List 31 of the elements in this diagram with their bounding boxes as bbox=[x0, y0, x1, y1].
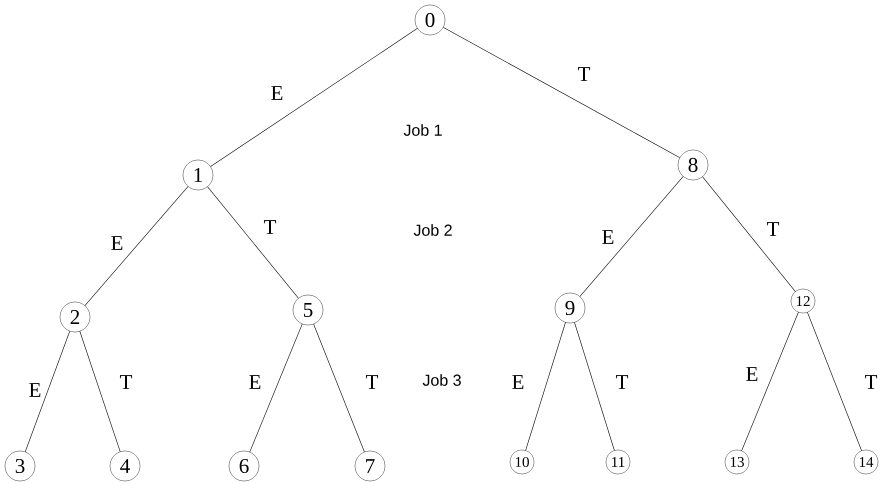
edge-label: T bbox=[576, 66, 592, 82]
tree-edge bbox=[443, 27, 680, 158]
tree-edge bbox=[249, 324, 303, 452]
level-label: Job 3 bbox=[422, 374, 461, 386]
tree-edge bbox=[313, 324, 365, 452]
level-label: Job 2 bbox=[414, 224, 452, 236]
tree-edge bbox=[807, 312, 862, 451]
edge-label: E bbox=[510, 374, 526, 390]
edge-label: E bbox=[600, 229, 616, 245]
tree-edge bbox=[210, 28, 418, 167]
edge-label: E bbox=[270, 85, 284, 101]
tree-edge bbox=[580, 176, 684, 297]
edge-label: T bbox=[118, 374, 134, 390]
tree-edge bbox=[702, 176, 796, 292]
edge-label: T bbox=[766, 221, 780, 237]
edge-label: T bbox=[262, 219, 278, 235]
tree-edge bbox=[525, 322, 566, 451]
edge-label: E bbox=[248, 374, 262, 390]
edge-label: T bbox=[364, 374, 380, 390]
tree-edge bbox=[80, 331, 120, 452]
edge-label: E bbox=[28, 382, 42, 398]
edge-label: T bbox=[614, 374, 630, 390]
edge-label: E bbox=[744, 366, 760, 382]
level-label: Job 1 bbox=[404, 124, 442, 136]
edge-label: T bbox=[864, 374, 878, 390]
tree-edge bbox=[574, 322, 615, 451]
tree-edge bbox=[741, 312, 799, 452]
tree-edge bbox=[84, 186, 188, 306]
tree-edge bbox=[24, 330, 70, 452]
edge-label: E bbox=[110, 235, 124, 251]
tree-edge bbox=[207, 186, 299, 299]
